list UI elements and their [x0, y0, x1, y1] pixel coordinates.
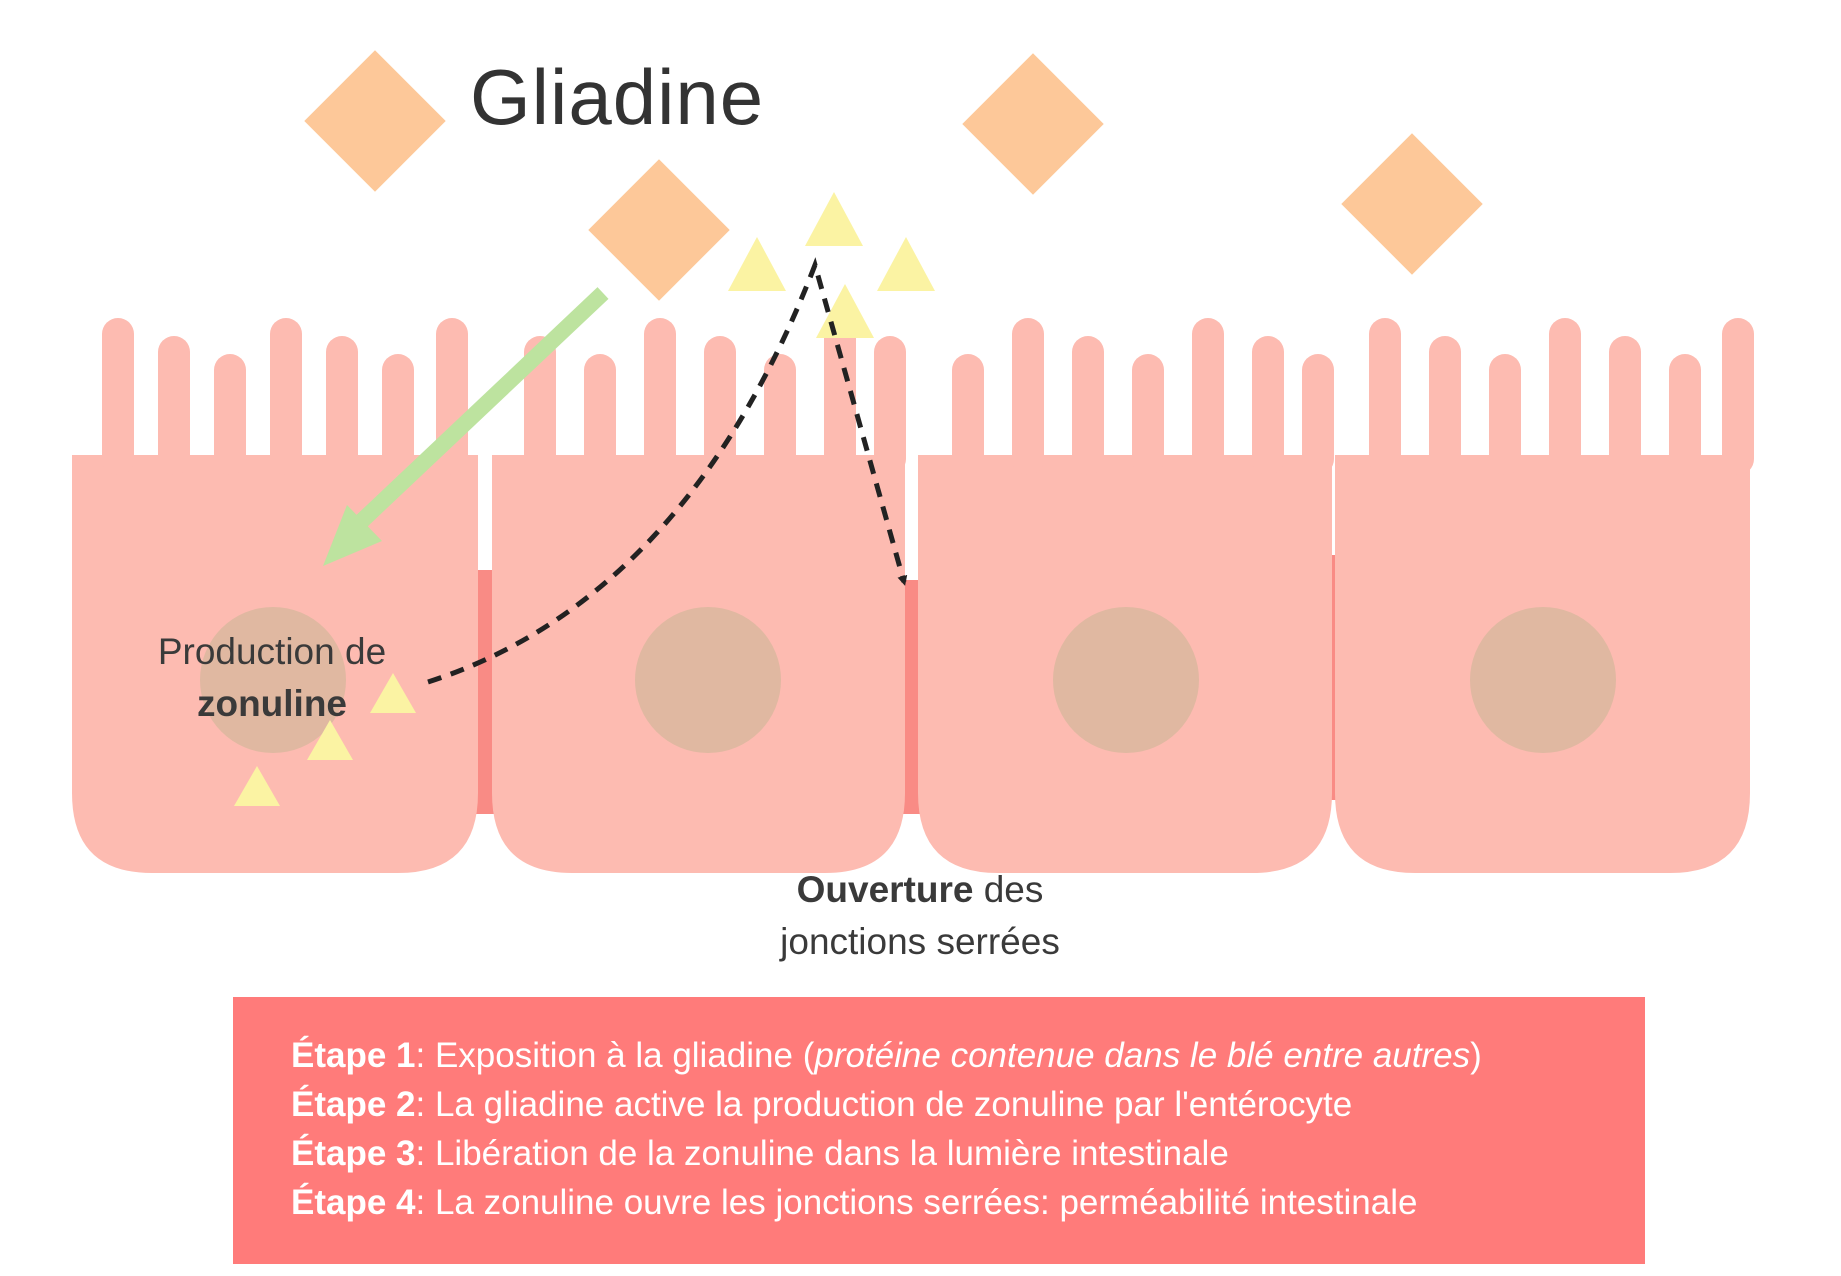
microvillus	[1132, 354, 1164, 475]
steps-legend: Étape 1: Exposition à la gliadine (proté…	[233, 997, 1645, 1264]
zonulin-production-label: Production de zonuline	[130, 626, 414, 730]
step-sep: :	[415, 1183, 435, 1222]
microvillus	[874, 336, 906, 475]
step-text: Exposition à la gliadine (	[434, 1036, 815, 1075]
zonulin-triangle	[877, 237, 935, 291]
nuclei	[200, 607, 1616, 753]
zonulin-triangle	[805, 192, 863, 246]
step-4: Étape 4: La zonuline ouvre les jonctions…	[291, 1178, 1645, 1227]
gliadin-title: Gliadine	[470, 53, 765, 141]
step-label: Étape 4	[291, 1183, 416, 1222]
microvillus	[764, 354, 796, 475]
production-text: Production de	[157, 631, 387, 672]
gliadin-diamond	[962, 53, 1104, 195]
zonulin-triangle	[728, 237, 786, 291]
opening-line2: jonctions serrées	[780, 921, 1060, 962]
microvillus	[1722, 318, 1754, 475]
microvillus	[1072, 336, 1104, 475]
microvillus	[644, 318, 676, 475]
microvillus	[1669, 354, 1701, 475]
step-sep: :	[415, 1134, 435, 1173]
microvillus	[704, 336, 736, 475]
enterocyte-cell	[1335, 318, 1754, 873]
microvillus	[1369, 318, 1401, 475]
microvillus	[326, 336, 358, 475]
microvillus	[158, 336, 190, 475]
zonulin-triangle	[370, 673, 416, 713]
junction-opening-label: Ouverture des jonctions serrées	[740, 864, 1100, 968]
zonulin-triangle	[307, 720, 353, 760]
step-text: La gliadine active la production de zonu…	[434, 1085, 1353, 1124]
enterocyte-cell	[492, 318, 906, 873]
microvillus	[382, 354, 414, 475]
microvillus	[270, 318, 302, 475]
step-label: Étape 1	[291, 1036, 416, 1075]
cell-nucleus	[1470, 607, 1616, 753]
microvillus	[1489, 354, 1521, 475]
gliadin-diamond	[304, 50, 446, 192]
opening-bold: Ouverture	[796, 869, 974, 910]
step-text: Libération de la zonuline dans la lumièr…	[434, 1134, 1229, 1173]
microvillus	[1429, 336, 1461, 475]
step-sep: :	[415, 1085, 435, 1124]
microvillus	[1549, 318, 1581, 475]
opening-rest: des	[983, 869, 1044, 910]
step-sep: :	[415, 1036, 435, 1075]
microvillus	[952, 354, 984, 475]
microvillus	[1302, 354, 1334, 475]
activation-arrow-head	[323, 505, 382, 566]
step-after: )	[1470, 1036, 1482, 1075]
step-3: Étape 3: Libération de la zonuline dans …	[291, 1129, 1645, 1178]
microvillus	[102, 318, 134, 475]
production-zonulin-bold: zonuline	[196, 683, 348, 724]
microvillus	[214, 354, 246, 475]
step-label: Étape 2	[291, 1085, 416, 1124]
microvillus	[1012, 318, 1044, 475]
microvillus	[1252, 336, 1284, 475]
enterocyte-cell	[918, 318, 1334, 873]
zonulin-triangle	[816, 284, 874, 338]
zonulin-triangle	[234, 766, 280, 806]
step-text: La zonuline ouvre les jonctions serrées:…	[434, 1183, 1418, 1222]
microvillus	[1609, 336, 1641, 475]
gliadin-diamond	[1341, 133, 1483, 275]
microvillus	[824, 318, 856, 475]
step-1: Étape 1: Exposition à la gliadine (proté…	[291, 1031, 1645, 1080]
enterocyte-cell	[72, 318, 478, 873]
enterocyte-cells	[72, 318, 1754, 873]
activation-arrow-shaft	[343, 287, 609, 539]
zonulin-path-arrow	[427, 257, 908, 685]
activation-arrow	[323, 287, 609, 566]
microvillus	[584, 354, 616, 475]
step-2: Étape 2: La gliadine active la productio…	[291, 1080, 1645, 1129]
gliadin-diamond	[588, 159, 730, 301]
microvillus	[1192, 318, 1224, 475]
step-italic: protéine contenue dans le blé entre autr…	[814, 1036, 1471, 1075]
cell-nucleus	[200, 607, 346, 753]
cell-nucleus	[1053, 607, 1199, 753]
cell-nucleus	[635, 607, 781, 753]
step-label: Étape 3	[291, 1134, 416, 1173]
